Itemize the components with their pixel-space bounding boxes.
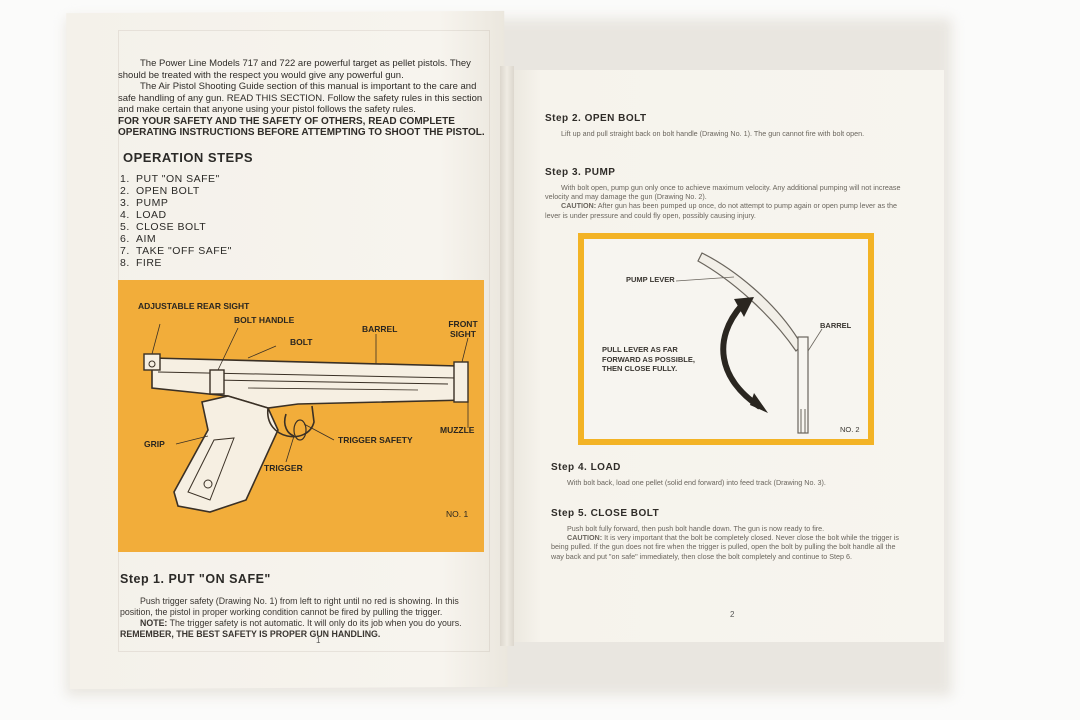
step3-body: With bolt open, pump gun only once to ac… — [545, 183, 903, 220]
label-bolt: BOLT — [290, 337, 313, 347]
list-item: 3.PUMP — [120, 197, 169, 209]
label-pump-lever: PUMP LEVER — [626, 275, 675, 284]
intro-text: The Power Line Models 717 and 722 are po… — [118, 58, 486, 139]
label-adjustable-rear-sight: ADJUSTABLE REAR SIGHT — [138, 301, 250, 311]
pump-instruction: PULL LEVER AS FAR FORWARD AS POSSIBLE, T… — [602, 345, 695, 373]
list-item: 7.TAKE "OFF SAFE" — [120, 245, 232, 257]
step5-caution-label: CAUTION: — [567, 533, 603, 543]
step3-caution-text: After gun has been pumped up once, do no… — [545, 201, 898, 220]
operation-steps-list: 1.PUT "ON SAFE" 2.OPEN BOLT 3.PUMP 4.LOA… — [120, 173, 232, 269]
step3-title: Step 3. PUMP — [545, 167, 616, 178]
step5-caution-text: It is very important that the bolt be co… — [551, 533, 899, 561]
drawing-1-caption: NO. 1 — [446, 509, 469, 519]
step2-title: Step 2. OPEN BOLT — [545, 113, 647, 124]
step1-body: Push trigger safety (Drawing No. 1) from… — [120, 596, 484, 640]
pump-illustration — [675, 252, 823, 434]
step1-title: Step 1. PUT "ON SAFE" — [120, 572, 271, 586]
label-front-sight: FRONT SIGHT — [448, 319, 478, 339]
intro-paragraph-2: The Air Pistol Shooting Guide section of… — [118, 81, 483, 115]
label-muzzle: MUZZLE — [440, 425, 475, 435]
label-bolt-handle: BOLT HANDLE — [234, 315, 295, 325]
label-grip: GRIP — [144, 439, 165, 449]
step3-text: With bolt open, pump gun only once to ac… — [545, 183, 901, 202]
list-item: 1.PUT "ON SAFE" — [120, 173, 220, 185]
step4-text: With bolt back, load one pellet (solid e… — [567, 478, 826, 487]
step5-text: Push bolt fully forward, then push bolt … — [567, 524, 825, 533]
step3-caution-label: CAUTION: — [561, 201, 597, 211]
step1-text: Push trigger safety (Drawing No. 1) from… — [120, 596, 459, 617]
pump-diagram: PUMP LEVER BARREL PULL LEVER AS FAR FORW… — [578, 233, 874, 445]
intro-paragraph-1: The Power Line Models 717 and 722 are po… — [118, 58, 471, 81]
list-item: 4.LOAD — [120, 209, 167, 221]
booklet-spine — [500, 66, 514, 646]
step2-body: Lift up and pull straight back on bolt h… — [545, 129, 903, 138]
step5-title: Step 5. CLOSE BOLT — [551, 508, 660, 519]
step4-title: Step 4. LOAD — [551, 462, 621, 473]
label-trigger: TRIGGER — [264, 463, 303, 473]
label-trigger-safety: TRIGGER SAFETY — [338, 435, 413, 445]
operation-steps-title: OPERATION STEPS — [123, 150, 254, 165]
drawing-2-caption: NO. 2 — [840, 425, 860, 434]
list-item: 8.FIRE — [120, 257, 162, 269]
left-page-number: 1 — [316, 636, 321, 645]
pump-diagram-panel: PUMP LEVER BARREL PULL LEVER AS FAR FORW… — [584, 239, 868, 439]
step5-body: Push bolt fully forward, then push bolt … — [551, 524, 909, 561]
list-item: 2.OPEN BOLT — [120, 185, 200, 197]
step2-text: Lift up and pull straight back on bolt h… — [561, 129, 865, 138]
step1-note-label: NOTE: — [140, 618, 168, 628]
right-page-number: 2 — [730, 610, 735, 619]
list-item: 6.AIM — [120, 233, 157, 245]
label-barrel-2: BARREL — [820, 321, 852, 330]
step1-remember: REMEMBER, THE BEST SAFETY IS PROPER GUN … — [120, 629, 381, 639]
intro-safety-warning: FOR YOUR SAFETY AND THE SAFETY OF OTHERS… — [118, 115, 485, 139]
label-barrel: BARREL — [362, 324, 398, 334]
step1-note-text: The trigger safety is not automatic. It … — [167, 618, 462, 628]
pistol-diagram: ADJUSTABLE REAR SIGHT BOLT HANDLE BOLT B… — [118, 280, 484, 552]
list-item: 5.CLOSE BOLT — [120, 221, 207, 233]
pistol-illustration — [143, 323, 469, 513]
step4-body: With bolt back, load one pellet (solid e… — [551, 478, 909, 487]
